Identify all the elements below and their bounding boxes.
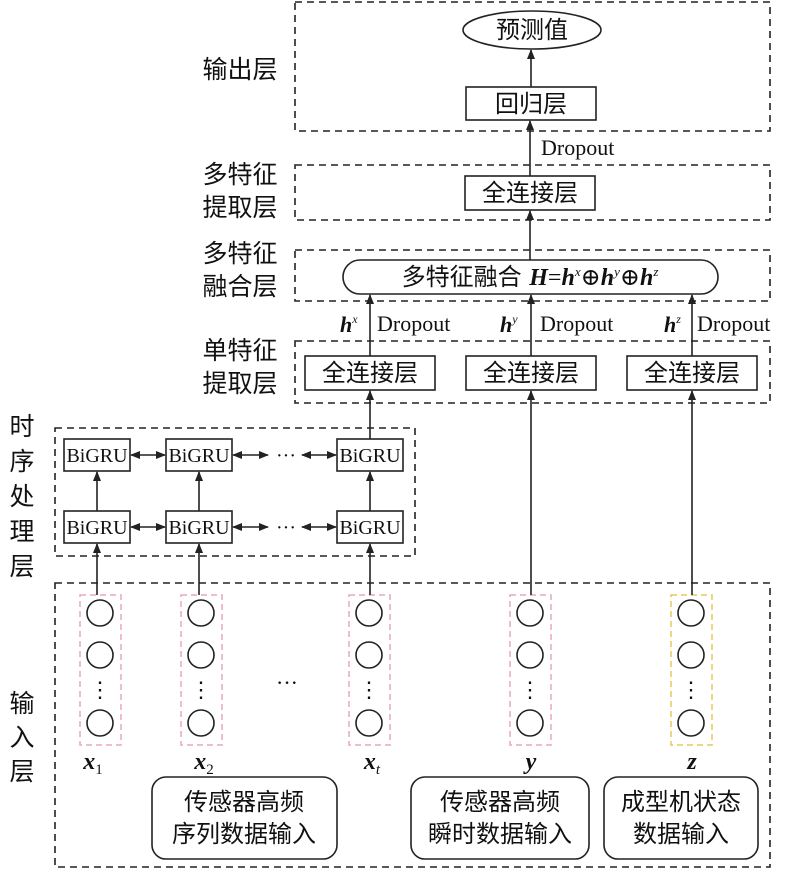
multi-extract-layer-label: 多特征提取层 bbox=[202, 160, 277, 222]
dropout-label-top: Dropout bbox=[541, 135, 614, 160]
neuron bbox=[677, 641, 705, 669]
multi-extract-layer-region bbox=[294, 164, 771, 221]
vertical-dots: ⋮ bbox=[519, 677, 541, 702]
neuron bbox=[86, 641, 114, 669]
fusion-layer-label: 多特征融合层 bbox=[202, 239, 277, 301]
y-label: y bbox=[523, 749, 537, 775]
neuron bbox=[677, 709, 705, 737]
bigru-top-2-label: BiGRU bbox=[168, 445, 230, 467]
ellipsis-bottom: ··· bbox=[276, 517, 296, 539]
fusion-label: 多特征融合 H=hx⊕hy⊕hz bbox=[402, 263, 659, 291]
bigru-top-1-label: BiGRU bbox=[66, 445, 128, 467]
regression-label: 回归层 bbox=[495, 90, 567, 118]
input-source-machine bbox=[603, 776, 759, 860]
neuron bbox=[187, 599, 215, 627]
neuron bbox=[677, 599, 705, 627]
input-source-instant-label: 传感器高频瞬时数据输入 bbox=[428, 788, 572, 848]
fc-x-label: 全连接层 bbox=[322, 359, 418, 387]
fc-y-label: 全连接层 bbox=[483, 359, 579, 387]
hz-label: hz bbox=[664, 312, 681, 337]
prediction-label: 预测值 bbox=[496, 16, 568, 44]
input-layer-region bbox=[54, 582, 771, 868]
fc-z-label: 全连接层 bbox=[644, 359, 740, 387]
vertical-dots: ⋮ bbox=[89, 677, 111, 702]
single-extract-layer-region bbox=[294, 340, 771, 404]
bigru-top-t-label: BiGRU bbox=[339, 445, 401, 467]
bigru-bottom-t-label: BiGRU bbox=[339, 517, 401, 539]
output-layer-region bbox=[294, 1, 771, 132]
output-layer-label: 输出层 bbox=[202, 55, 277, 84]
neuron bbox=[355, 599, 383, 627]
neuron bbox=[355, 641, 383, 669]
neuron bbox=[86, 599, 114, 627]
vertical-dots: ⋮ bbox=[190, 677, 212, 702]
input-layer-label: 输入层 bbox=[9, 689, 34, 786]
vertical-dots: ⋮ bbox=[680, 677, 702, 702]
input-source-instant bbox=[410, 776, 590, 860]
fusion-layer-region bbox=[294, 249, 771, 302]
input-group-x1 bbox=[79, 594, 122, 746]
input-group-x2 bbox=[180, 594, 223, 746]
input-source-machine-label: 成型机状态数据输入 bbox=[621, 788, 741, 848]
input-source-sequence bbox=[151, 776, 338, 860]
bigru-top-t bbox=[336, 438, 404, 472]
neuron bbox=[355, 709, 383, 737]
fusion-prefix: 多特征融合 bbox=[402, 263, 530, 291]
z-label: z bbox=[686, 749, 697, 775]
dropout-label-z: Dropout bbox=[697, 311, 770, 336]
hy-label: hy bbox=[500, 312, 518, 337]
neuron bbox=[187, 709, 215, 737]
xt-label: xt bbox=[363, 749, 381, 778]
fc-top-label: 全连接层 bbox=[482, 179, 578, 207]
bigru-bottom-1-label: BiGRU bbox=[66, 517, 128, 539]
x2-label: x2 bbox=[193, 749, 214, 778]
temporal-layer-region bbox=[54, 427, 416, 557]
input-ellipsis: ··· bbox=[276, 670, 298, 695]
hx-label: hx bbox=[340, 312, 358, 337]
ellipsis-top: ··· bbox=[276, 445, 296, 467]
neuron bbox=[516, 599, 544, 627]
single-extract-layer-label: 单特征提取层 bbox=[202, 336, 277, 398]
fc-x-node bbox=[304, 355, 436, 391]
temporal-layer-label: 时序处理层 bbox=[9, 412, 34, 581]
dropout-label-y: Dropout bbox=[540, 311, 613, 336]
bigru-bottom-1 bbox=[63, 510, 131, 544]
neuron bbox=[187, 641, 215, 669]
input-source-sequence-label: 传感器高频序列数据输入 bbox=[172, 788, 316, 848]
neuron bbox=[86, 709, 114, 737]
fc-top-node bbox=[464, 175, 596, 211]
bigru-bottom-2-label: BiGRU bbox=[168, 517, 230, 539]
regression-node bbox=[465, 86, 597, 121]
fc-z-node bbox=[626, 355, 758, 391]
neuron bbox=[516, 709, 544, 737]
neuron bbox=[516, 641, 544, 669]
x1-label: x1 bbox=[82, 749, 103, 778]
vertical-dots: ⋮ bbox=[358, 677, 380, 702]
dropout-label-x: Dropout bbox=[377, 311, 450, 336]
